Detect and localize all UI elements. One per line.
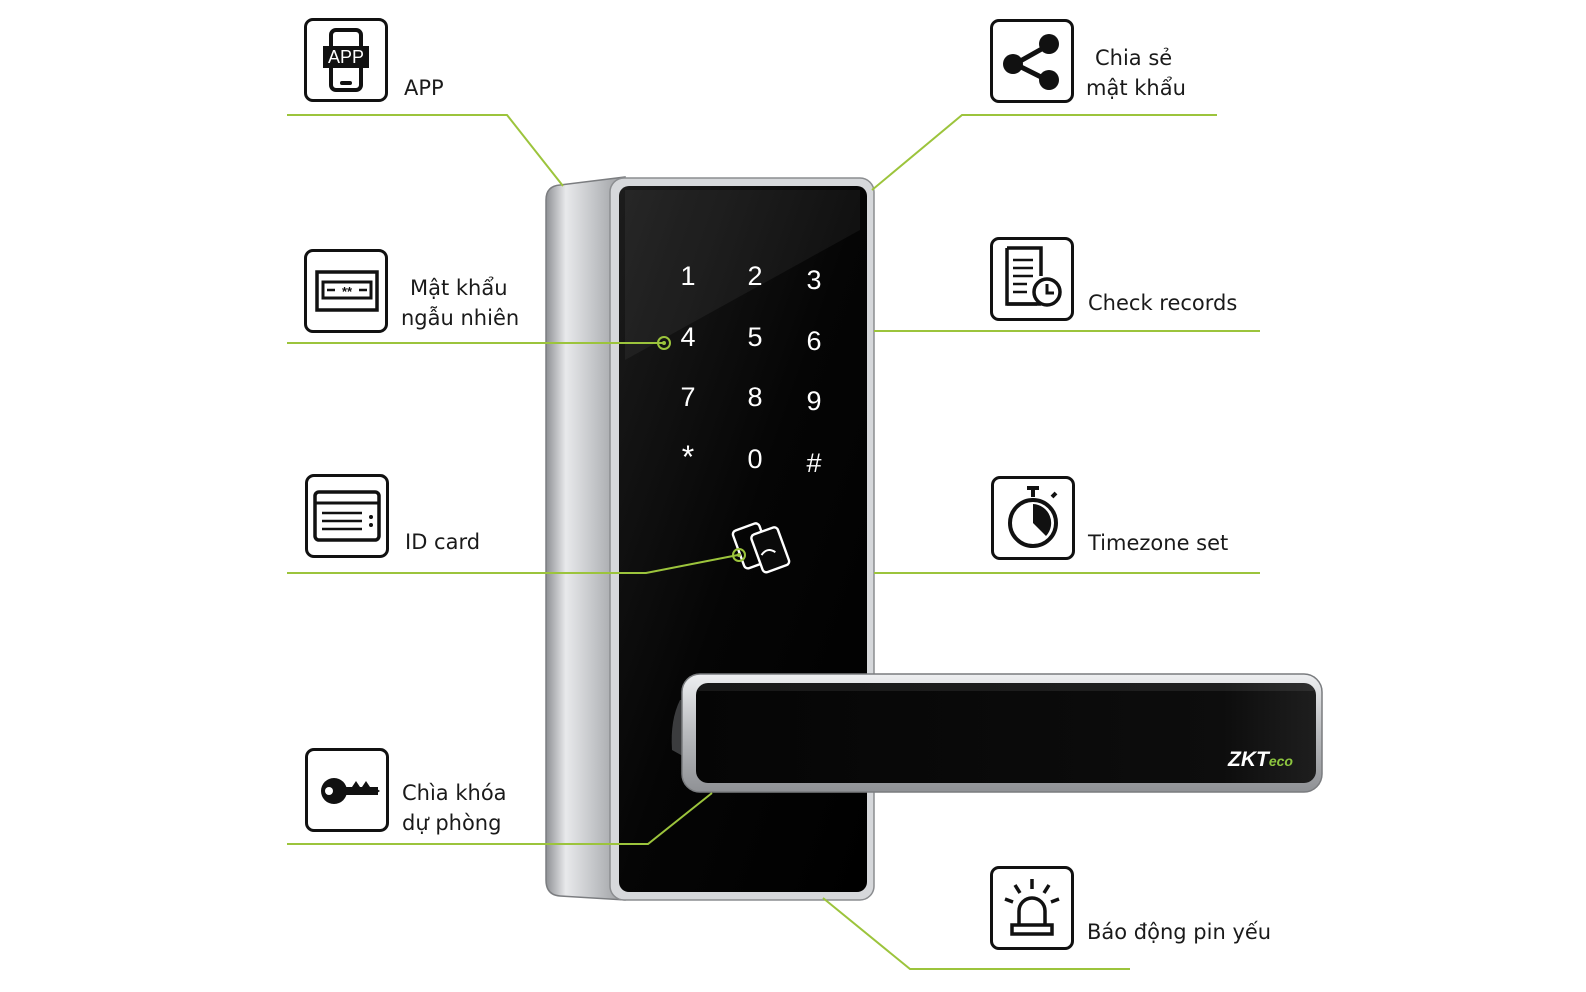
feature-backup-key-label: Chìa khóa dự phòng [402, 778, 507, 838]
feature-timezone-set-line: Timezone set [1088, 531, 1229, 555]
feature-backup-key-box [305, 748, 389, 832]
door-handle [671, 673, 1323, 793]
feature-share-password-label: Chia sẻ mật khẩu [1086, 43, 1186, 103]
feature-share-password-box [990, 19, 1074, 103]
document-clock-icon [1005, 246, 1062, 307]
keypad-key-3[interactable]: 3 [806, 265, 821, 295]
leader-line-alarm [822, 897, 1130, 970]
leader-dot-password [657, 336, 671, 350]
id-card-icon [313, 490, 381, 542]
feature-share-password-line-1: Chia sẻ [1095, 46, 1173, 70]
keypad[interactable]: 1 2 3 4 5 6 7 8 9 * 0 # [680, 261, 821, 478]
card-reader-icon [731, 522, 791, 574]
phone-app-icon: APP [323, 28, 369, 92]
app-icon-text: APP [328, 47, 364, 67]
leader-line-share [871, 114, 1217, 191]
feature-id-card-box [305, 474, 389, 558]
alarm-light-icon [1004, 879, 1060, 936]
brand-logo: ZKTeco [1227, 748, 1293, 771]
feature-random-password-label: Mật khẩu ngẫu nhiên [401, 273, 519, 333]
keypad-key-5[interactable]: 5 [747, 322, 762, 352]
password-card-icon: ** [315, 270, 379, 312]
leader-line-id-card [287, 554, 739, 574]
feature-random-password-line-2: ngẫu nhiên [401, 306, 520, 330]
feature-low-battery-alarm-line: Báo động pin yếu [1087, 920, 1272, 944]
leader-line-backup-key [287, 792, 713, 845]
feature-low-battery-alarm-label: Báo động pin yếu [1087, 917, 1271, 947]
keypad-key-6[interactable]: 6 [806, 326, 821, 356]
keypad-key-hash[interactable]: # [806, 448, 821, 478]
feature-timezone-set-label: Timezone set [1088, 528, 1228, 558]
keypad-key-1[interactable]: 1 [680, 261, 695, 291]
feature-check-records-line: Check records [1088, 291, 1238, 315]
keypad-key-2[interactable]: 2 [747, 261, 762, 291]
keypad-key-9[interactable]: 9 [806, 386, 821, 416]
stopwatch-icon [1008, 486, 1058, 548]
key-icon [321, 778, 380, 804]
keypad-key-star[interactable]: * [682, 439, 694, 475]
feature-id-card-label: ID card [405, 527, 480, 557]
keypad-key-7[interactable]: 7 [680, 382, 695, 412]
feature-id-card-line: ID card [405, 530, 481, 554]
feature-low-battery-alarm-box [990, 866, 1074, 950]
feature-random-password-line-1: Mật khẩu [410, 276, 508, 300]
keypad-key-8[interactable]: 8 [747, 382, 762, 412]
feature-timezone-set-box [991, 476, 1075, 560]
feature-app-box: APP [304, 18, 388, 102]
feature-share-password-line-2: mật khẩu [1086, 76, 1186, 100]
share-icon [1003, 34, 1059, 90]
feature-app-label: APP [404, 73, 444, 103]
feature-check-records-label: Check records [1088, 288, 1237, 318]
leader-dot-id-card [732, 548, 746, 562]
feature-check-records-box [990, 237, 1074, 321]
leader-line-app [287, 114, 564, 187]
keypad-key-0[interactable]: 0 [747, 444, 762, 474]
feature-random-password-box: ** [304, 249, 388, 333]
password-icon-text: ** [342, 284, 353, 299]
feature-app-label-line: APP [404, 76, 444, 100]
feature-backup-key-line-1: Chìa khóa [402, 781, 507, 805]
feature-backup-key-line-2: dự phòng [402, 811, 502, 835]
keypad-key-4[interactable]: 4 [680, 322, 695, 352]
